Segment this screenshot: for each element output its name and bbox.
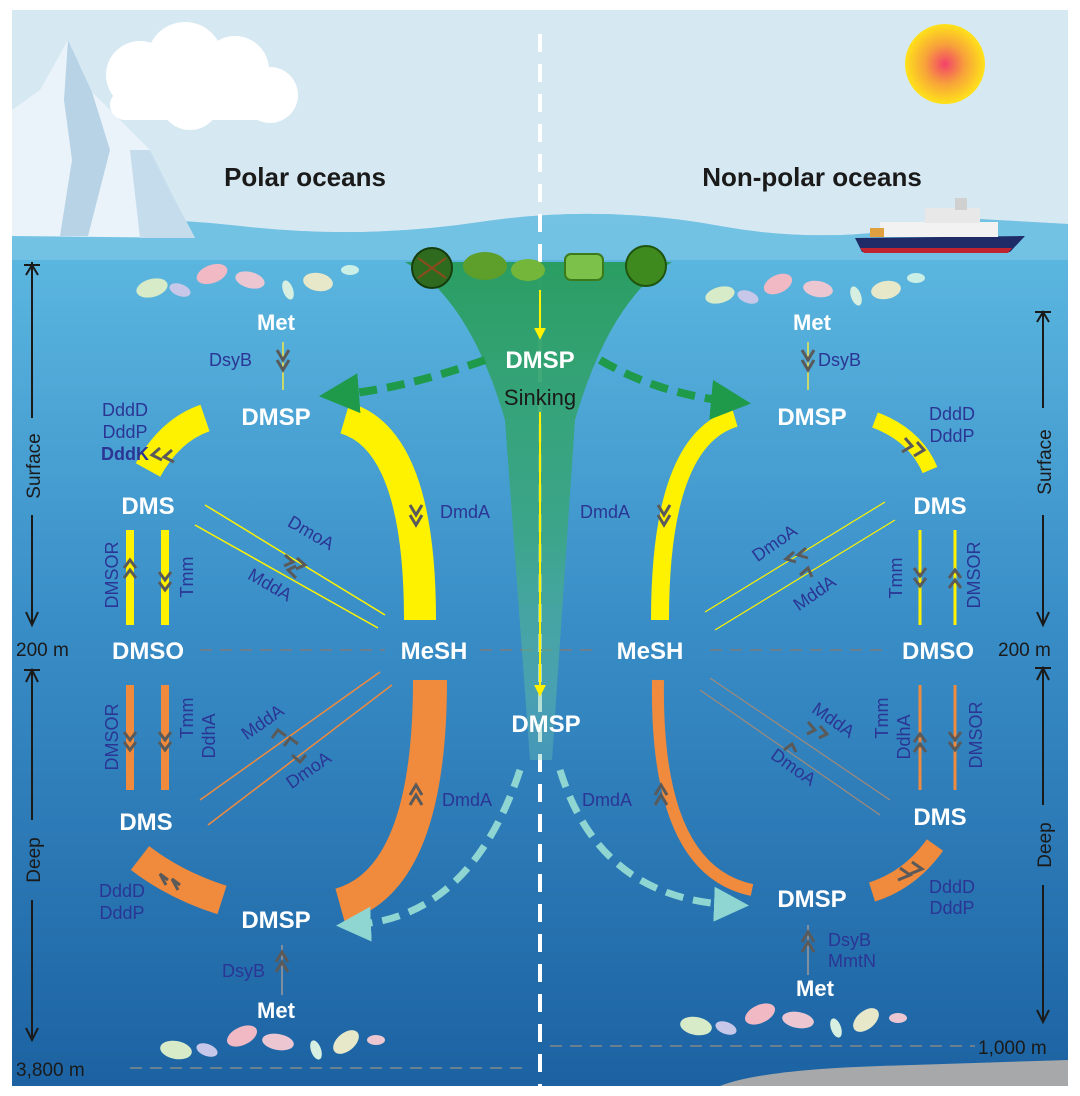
right-tmm-bot: Tmm <box>872 698 892 739</box>
depth-1000m: 1,000 m <box>978 1038 1047 1059</box>
left-ddha-bot: DdhA <box>199 713 219 758</box>
yellow-arc-left-dmda <box>339 402 436 621</box>
cyan-arrow-right <box>556 768 749 922</box>
orange-arc-left-dmda <box>334 679 447 922</box>
right-dmsor-top: DMSOR <box>964 542 984 609</box>
center-sinking: Sinking <box>504 385 576 410</box>
right-dmda-bot: DmdA <box>582 790 632 810</box>
yellow-arc-left-ddd <box>135 404 211 478</box>
right-ddd-bot-1: DddP <box>929 898 974 918</box>
depth-200m-left: 200 m <box>16 640 69 661</box>
depth-200m-right: 200 m <box>998 640 1051 661</box>
right-dsyb-top: DsyB <box>818 350 861 370</box>
left-met-top: Met <box>257 310 296 335</box>
bacteria-cluster-top-left <box>136 263 359 300</box>
right-dmda-top: DmdA <box>580 502 630 522</box>
left-dsyb-bot: DsyB <box>222 961 265 981</box>
left-tmm-bot: Tmm <box>177 698 197 739</box>
left-tmm-top: Tmm <box>177 557 197 598</box>
left-dmsor-top: DMSOR <box>102 542 122 609</box>
left-ddd-bot-1: DddP <box>99 903 144 923</box>
iceberg-icon <box>12 40 195 238</box>
bacteria-cluster-bottom-left <box>160 1025 385 1060</box>
left-met-bot: Met <box>257 998 296 1023</box>
right-ddd-bot-0: DddD <box>929 877 975 897</box>
bacteria-cluster-top-right <box>705 273 925 306</box>
sinking-funnel <box>405 262 672 760</box>
left-dmsor-bot: DMSOR <box>102 704 122 771</box>
depth-label-surface-left: Surface <box>24 433 45 498</box>
right-ddd-top-0: DddD <box>929 404 975 424</box>
research-ship-icon <box>855 198 1025 253</box>
right-ddd-top-1: DddP <box>929 426 974 446</box>
right-met-top: Met <box>793 310 832 335</box>
left-dms-bot: DMS <box>119 809 172 836</box>
chevron-arrows <box>122 349 963 973</box>
left-dmda-top: DmdA <box>440 502 490 522</box>
diagonal-lines <box>194 501 896 826</box>
left-ddd-bot-0: DddD <box>99 881 145 901</box>
right-dms-bot: DMS <box>913 804 966 831</box>
left-ddd-top-2: DddK <box>101 444 149 464</box>
depth-label-surface-right: Surface <box>1035 429 1056 494</box>
right-dmsp-bot: DMSP <box>777 886 846 913</box>
cyan-arrow-left <box>336 768 524 942</box>
title-polar: Polar oceans <box>224 162 386 192</box>
left-dmsp-top: DMSP <box>241 404 310 431</box>
left-dmda-bot: DmdA <box>442 790 492 810</box>
right-mesh: MeSH <box>617 638 684 665</box>
right-dms-top: DMS <box>913 493 966 520</box>
left-mesh: MeSH <box>401 638 468 665</box>
right-tmm-top: Tmm <box>886 558 906 599</box>
phytoplankton-icon <box>411 245 667 289</box>
depth-3800m: 3,800 m <box>16 1060 85 1081</box>
right-dmso: DMSO <box>902 638 974 665</box>
depth-label-deep-right: Deep <box>1035 822 1056 867</box>
cloud-icon <box>106 22 298 130</box>
left-ddd-top-1: DddP <box>102 422 147 442</box>
left-ddd-top-0: DddD <box>102 400 148 420</box>
right-dmsor-bot: DMSOR <box>966 702 986 769</box>
sun-icon <box>905 24 985 104</box>
yellow-arc-right-dmda <box>651 409 738 621</box>
left-dmso: DMSO <box>112 638 184 665</box>
depth-axis-left <box>24 262 40 1043</box>
center-dmsp-mid: DMSP <box>511 711 580 738</box>
center-dmsp-top: DMSP <box>505 347 574 374</box>
depth-axis-right <box>1035 310 1051 1025</box>
left-dms-top: DMS <box>121 493 174 520</box>
right-mmtn-bot: MmtN <box>828 951 876 971</box>
orange-arc-right-dmda <box>651 679 754 896</box>
green-arrow-right <box>597 356 751 420</box>
seabed <box>720 1060 1068 1086</box>
left-dsyb-top: DsyB <box>209 350 252 370</box>
bacteria-cluster-bottom-right <box>680 1003 907 1038</box>
right-dmsp-top: DMSP <box>777 404 846 431</box>
title-non-polar: Non-polar oceans <box>702 162 922 192</box>
right-met-bot: Met <box>796 976 835 1001</box>
left-dmsp-bot: DMSP <box>241 907 310 934</box>
right-ddha-bot: DdhA <box>894 714 914 759</box>
depth-label-deep-left: Deep <box>24 837 45 882</box>
right-dsyb-bot: DsyB <box>828 930 871 950</box>
ocean-surface-band <box>12 213 1068 260</box>
